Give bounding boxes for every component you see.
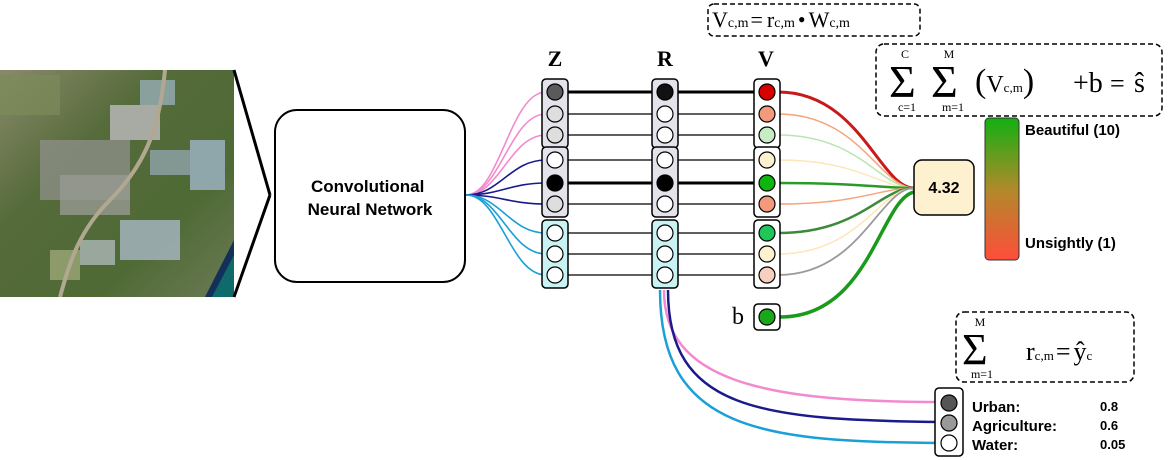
v-node	[758, 174, 776, 192]
svg-text:(Vc,m): (Vc,m)	[975, 63, 1034, 100]
r-to-classes-connections	[658, 289, 943, 445]
r-node	[656, 266, 674, 284]
colorbar-top-label: Beautiful (10)	[1025, 122, 1120, 139]
v-node	[758, 224, 776, 242]
svg-text:rc,m=ŷc: rc,m=ŷc	[1026, 337, 1092, 366]
v-node	[758, 83, 776, 101]
cnn-fan-line	[465, 134, 547, 196]
z-node	[546, 266, 564, 284]
node-columns	[541, 78, 781, 289]
class-node-urban	[940, 394, 958, 412]
class-label-water: Water:	[972, 437, 1018, 454]
svg-text:ŝ: ŝ	[1134, 68, 1145, 99]
v-score-curve	[777, 181, 915, 190]
svg-text:M: M	[944, 47, 955, 61]
r-node	[656, 195, 674, 213]
formula-v-definition: Vc,m=rc,m•Wc,m	[707, 3, 921, 37]
cnn-fan-line	[465, 194, 547, 276]
colorbar: Beautiful (10) Unsightly (1)	[984, 117, 1120, 261]
svg-text:=: =	[1110, 69, 1125, 98]
r-node	[656, 105, 674, 123]
cnn-fan-line	[465, 91, 547, 196]
v-score-curve	[777, 113, 915, 189]
v-node	[758, 126, 776, 144]
r-node	[656, 224, 674, 242]
svg-text:M: M	[975, 315, 986, 329]
z-node	[546, 105, 564, 123]
r-node	[656, 174, 674, 192]
z-node	[546, 195, 564, 213]
svg-text:m=1: m=1	[971, 367, 993, 381]
class-label-urban: Urban:	[972, 399, 1020, 416]
z-node	[546, 174, 564, 192]
z-node	[546, 151, 564, 169]
v-node	[758, 105, 776, 123]
cnn-label: Convolutional Neural Network	[308, 177, 433, 219]
cnn-label-line-1: Convolutional	[311, 177, 424, 196]
v-node	[758, 266, 776, 284]
funnel-lines	[232, 69, 272, 298]
cnn-fan-line	[465, 113, 547, 196]
r-node	[656, 83, 674, 101]
score-value: 4.32	[928, 180, 959, 197]
score-box: 4.32	[913, 159, 975, 216]
svg-text:+b: +b	[1073, 68, 1103, 99]
z-node	[546, 83, 564, 101]
svg-text:c=1: c=1	[898, 100, 916, 114]
column-header-r: R	[657, 46, 674, 71]
v-score-curve	[777, 187, 915, 276]
colorbar-bottom-label: Unsightly (1)	[1025, 235, 1116, 252]
z-node	[546, 224, 564, 242]
cnn-fan-line	[465, 194, 547, 205]
svg-text:Σ: Σ	[962, 325, 988, 374]
r-node	[656, 126, 674, 144]
cnn-to-z-connections	[465, 91, 547, 276]
cnn-box: Convolutional Neural Network	[274, 109, 466, 283]
class-node-agriculture	[940, 414, 958, 432]
z-node	[546, 245, 564, 263]
v-score-curve	[777, 134, 915, 189]
svg-text:m=1: m=1	[942, 100, 964, 114]
r-node	[656, 151, 674, 169]
z-node	[546, 126, 564, 144]
bias-node-circle	[758, 308, 776, 326]
cnn-label-line-2: Neural Network	[308, 200, 433, 219]
v-node	[758, 151, 776, 169]
formula-sum-score: Σ C c=1 Σ M m=1 (Vc,m) +b = ŝ	[875, 43, 1163, 117]
svg-text:Σ: Σ	[889, 56, 916, 107]
svg-text:C: C	[901, 47, 909, 61]
v-score-curve	[777, 90, 915, 190]
bias-label: b	[732, 304, 744, 330]
bias-node	[753, 303, 781, 331]
class-label-agriculture: Agriculture:	[972, 418, 1057, 435]
class-value-urban: 0.8	[1100, 399, 1118, 414]
class-node-water	[940, 434, 958, 452]
class-output-box: Urban: Agriculture: Water: 0.8 0.6 0.05	[934, 387, 1125, 457]
bias-score-curve	[779, 190, 915, 319]
svg-text:Vc,m=rc,m•Wc,m: Vc,m=rc,m•Wc,m	[712, 7, 850, 32]
class-value-water: 0.05	[1100, 437, 1125, 452]
svg-text:Σ: Σ	[931, 56, 958, 107]
v-to-score-connections	[777, 90, 915, 319]
v-node	[758, 195, 776, 213]
satellite-image	[0, 70, 234, 297]
cnn-fan-line	[465, 194, 547, 234]
r-node	[656, 245, 674, 263]
column-header-z: Z	[548, 46, 563, 71]
class-value-agriculture: 0.6	[1100, 418, 1118, 433]
formula-sum-class: Σ M m=1 rc,m=ŷc	[955, 311, 1135, 383]
v-node	[758, 245, 776, 263]
column-header-v: V	[758, 46, 774, 71]
